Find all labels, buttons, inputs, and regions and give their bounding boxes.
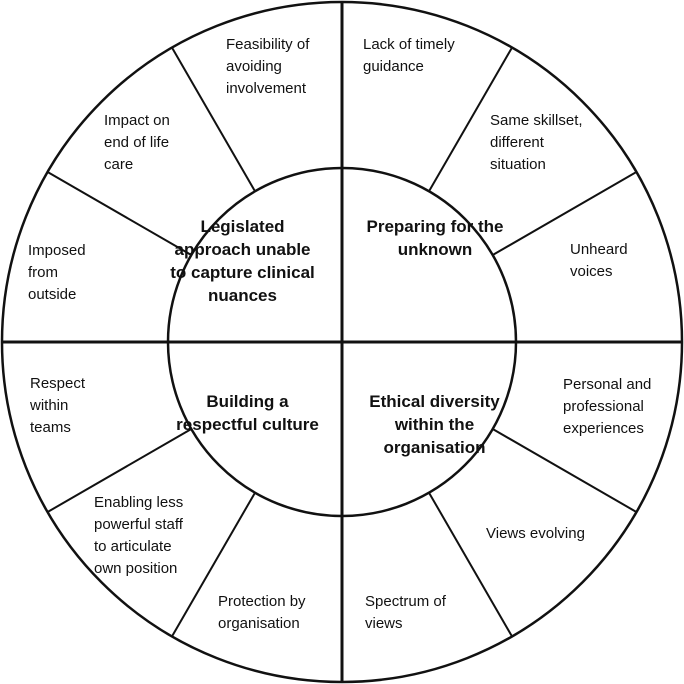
- theme-line: respectful culture: [176, 415, 319, 434]
- theme-legislated-approach: Legislated approach unable to capture cl…: [150, 215, 335, 307]
- theme-line: approach unable: [174, 240, 311, 259]
- subtheme-line: outside: [28, 286, 77, 303]
- subtheme-line: organisation: [218, 615, 300, 632]
- subtheme-line: to articulate: [94, 538, 172, 555]
- subtheme-imposed-outside: Imposed from outside: [28, 240, 86, 306]
- segment-divider: [492, 428, 637, 513]
- segment-dividers: [47, 47, 637, 637]
- theme-line: Ethical diversity: [369, 392, 500, 411]
- theme-line: within the: [394, 415, 475, 434]
- subtheme-unheard-voices: Unheard voices: [570, 239, 628, 283]
- segment-divider: [171, 492, 256, 637]
- theme-line: organisation: [383, 438, 486, 457]
- subtheme-personal-professional: Personal and professional experiences: [563, 374, 651, 440]
- subtheme-feasibility: Feasibility of avoiding involvement: [226, 34, 309, 100]
- subtheme-respect-teams: Respect within teams: [30, 373, 85, 439]
- subtheme-line: Spectrum of: [365, 593, 446, 610]
- subtheme-line: end of life: [104, 134, 170, 151]
- subtheme-impact-end-of-life: Impact on end of life care: [104, 110, 170, 176]
- subtheme-line: Enabling less: [94, 494, 184, 511]
- theme-ethical-diversity: Ethical diversity within the organisatio…: [352, 390, 517, 459]
- subtheme-line: Impact on: [104, 112, 170, 129]
- segment-divider: [428, 47, 513, 192]
- subtheme-line: avoiding: [226, 58, 282, 75]
- subtheme-line: Same skillset,: [490, 112, 583, 129]
- subtheme-line: Views evolving: [486, 525, 585, 542]
- subtheme-line: Feasibility of: [226, 36, 310, 53]
- theme-line: to capture clinical: [170, 263, 315, 282]
- subtheme-enabling-staff: Enabling less powerful staff to articula…: [94, 492, 183, 580]
- theme-line: Building a: [206, 392, 289, 411]
- subtheme-line: care: [104, 156, 134, 173]
- subtheme-line: powerful staff: [94, 516, 183, 533]
- segment-divider: [492, 171, 637, 256]
- theme-preparing-unknown: Preparing for the unknown: [350, 215, 520, 261]
- subtheme-line: from: [28, 264, 58, 281]
- subtheme-protection-organisation: Protection by organisation: [218, 591, 306, 635]
- segment-divider: [47, 428, 192, 513]
- theme-line: Preparing for the: [366, 217, 504, 236]
- subtheme-spectrum-views: Spectrum of views: [365, 591, 446, 635]
- subtheme-line: Imposed: [28, 242, 86, 259]
- subtheme-line: experiences: [563, 420, 644, 437]
- subtheme-same-skillset: Same skillset, different situation: [490, 110, 583, 176]
- subtheme-views-evolving: Views evolving: [486, 523, 585, 545]
- subtheme-line: Personal and: [563, 376, 652, 393]
- subtheme-line: situation: [490, 156, 546, 173]
- subtheme-line: teams: [30, 419, 71, 436]
- subtheme-line: different: [490, 134, 544, 151]
- segment-divider: [171, 47, 256, 192]
- subtheme-line: views: [365, 615, 403, 632]
- subtheme-lack-guidance: Lack of timely guidance: [363, 34, 455, 78]
- theme-respectful-culture: Building a respectful culture: [160, 390, 335, 436]
- subtheme-line: within: [30, 397, 69, 414]
- theme-line: nuances: [208, 286, 277, 305]
- theme-line: Legislated: [200, 217, 285, 236]
- subtheme-line: own position: [94, 560, 178, 577]
- subtheme-line: Unheard: [570, 241, 628, 258]
- subtheme-line: Protection by: [218, 593, 306, 610]
- segment-divider: [47, 171, 192, 256]
- subtheme-line: voices: [570, 263, 613, 280]
- subtheme-line: professional: [563, 398, 644, 415]
- subtheme-line: Respect: [30, 375, 86, 392]
- subtheme-line: Lack of timely: [363, 36, 455, 53]
- segment-divider: [428, 492, 513, 637]
- subtheme-line: involvement: [226, 80, 307, 97]
- theme-line: unknown: [397, 240, 473, 259]
- subtheme-line: guidance: [363, 58, 424, 75]
